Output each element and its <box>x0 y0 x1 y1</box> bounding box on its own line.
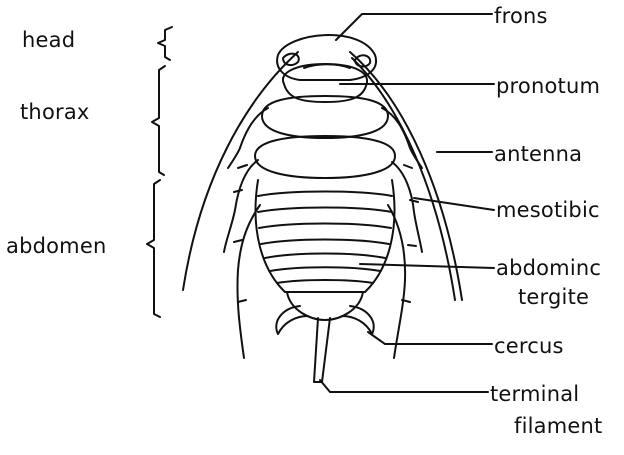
label-frons: frons <box>494 6 548 27</box>
leg-mid-left <box>224 160 258 252</box>
label-abdominal-tergite-1: abdominc <box>496 258 601 279</box>
leg-mid-right <box>392 162 422 252</box>
label-pronotum: pronotum <box>496 76 600 97</box>
cercus-left <box>276 306 308 334</box>
label-abdomen: abdomen <box>6 236 106 257</box>
leader-cercus <box>368 332 492 344</box>
leader-mesotibia <box>414 198 494 210</box>
leader-frons <box>336 14 492 40</box>
head-bracket <box>158 27 172 60</box>
label-mesotibia: mesotibic <box>496 200 600 221</box>
leader-abdominal-tergite <box>360 264 494 268</box>
label-antenna: antenna <box>494 144 582 165</box>
abdominal-segments <box>258 192 392 284</box>
label-cercus: cercus <box>494 336 564 357</box>
label-head: head <box>22 30 75 51</box>
label-abdominal-tergite-2: tergite <box>518 287 589 308</box>
metanotum <box>255 136 395 178</box>
label-terminal-filament-1: terminal <box>490 384 579 405</box>
abdomen-bracket <box>147 180 160 317</box>
abdomen-outline <box>256 180 395 292</box>
label-thorax: thorax <box>20 102 90 123</box>
leader-terminal-filament <box>320 380 488 392</box>
antenna-right <box>350 52 462 300</box>
terminal-filament <box>314 318 330 382</box>
thorax-bracket <box>152 66 165 175</box>
cercus-right <box>342 306 374 334</box>
label-terminal-filament-2: filament <box>514 416 602 437</box>
